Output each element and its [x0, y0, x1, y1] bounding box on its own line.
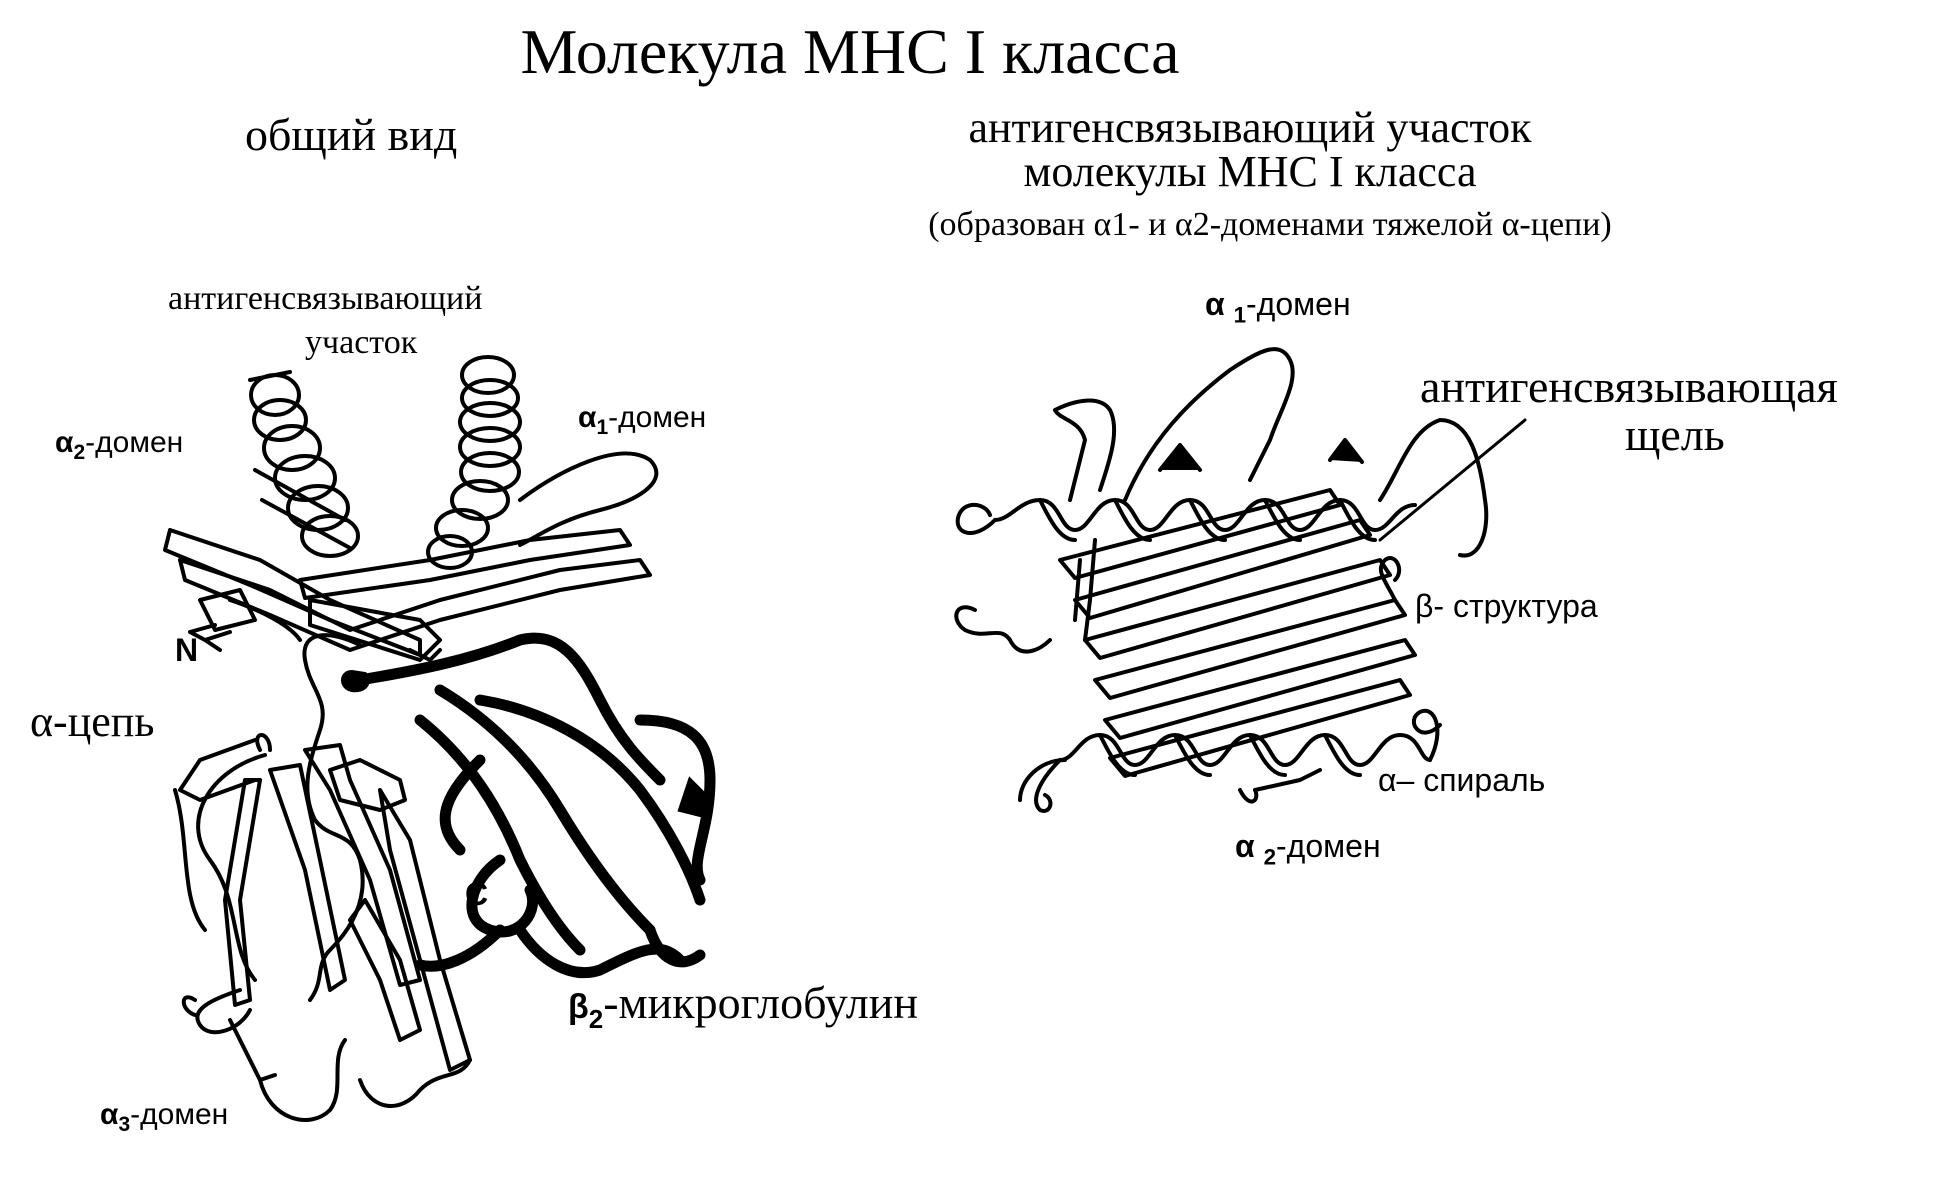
beta2-microglobulin-drawing [354, 632, 716, 979]
beta2-symbol: β [568, 988, 589, 1026]
beta2-n-blob [341, 669, 370, 693]
right-binding-site-drawing [954, 347, 1527, 813]
beta2-microglobulin-label: β2-микроглобулин [568, 977, 918, 1035]
alpha1-right-symbol: α [1205, 286, 1234, 322]
alpha1-top-knot [1053, 398, 1117, 502]
binding-cleft-label-line2: щель [1625, 409, 1725, 460]
right-hook [1378, 556, 1402, 602]
binding-site-label-line1: антигенсвязывающий [168, 280, 483, 317]
alpha2-right-suffix: -домен [1276, 828, 1381, 864]
alpha1-helix-coil [426, 355, 522, 570]
beta-sheet-platform [163, 528, 652, 662]
alpha1-arrow-2 [1328, 438, 1364, 464]
alpha2-helix-coil [248, 370, 360, 558]
right-panel-heading-line1: антигенсвязывающий участок [968, 103, 1532, 152]
left-middle-curl [954, 605, 1052, 654]
alpha3-outer-loop [173, 753, 267, 982]
alpha-helix-label: α– спираль [1378, 762, 1546, 798]
binding-site-label-line2: участок [305, 324, 418, 361]
diagram-title: Молекула МНС I класса [520, 16, 1180, 87]
alpha1-right-suffix: -домен [1246, 286, 1351, 322]
alpha1-loop [518, 451, 659, 547]
binding-cleft-label-line1: антигенсвязывающая [1420, 361, 1838, 412]
alpha2-right-symbol: α [1235, 828, 1264, 864]
alpha3-suffix: -домен [130, 1098, 229, 1131]
beta2-arrow-head [677, 776, 713, 818]
alpha3-domain-strands [178, 738, 472, 1122]
alpha-chain-linker [302, 633, 365, 1002]
n-terminus-strand [188, 623, 232, 652]
left-end-strand [1073, 538, 1097, 642]
alpha2-helix-right-curl [1412, 708, 1442, 762]
alpha1-top-extension [1123, 347, 1295, 502]
alpha2-right-subscript: 2 [1263, 844, 1277, 870]
right-loop [1378, 418, 1489, 558]
n-terminus-label: N [175, 632, 199, 668]
right-panel-heading-line2: молекулы МНС I класса [1023, 147, 1477, 196]
alpha-chain-label: α-цепь [30, 697, 155, 746]
alpha2-helix-inner [1098, 733, 1362, 777]
alpha3-symbol: α [100, 1098, 119, 1131]
alpha1-symbol: α [578, 401, 597, 434]
alpha1-subscript: 1 [596, 416, 609, 439]
alpha2-domain-label-left: α2-домен [55, 426, 184, 464]
alpha3-subscript: 3 [118, 1113, 131, 1136]
alpha1-helix-inner [1038, 498, 1377, 542]
alpha2-subscript: 2 [73, 441, 86, 464]
beta2-suffix: -микроглобулин [603, 977, 918, 1028]
alpha1-arrow-1 [1158, 443, 1202, 472]
beta2-subscript: 2 [588, 1004, 604, 1035]
alpha1-right-subscript: 1 [1233, 302, 1247, 328]
alpha1-suffix: -домен [608, 401, 707, 434]
beta-structure-label: β- структура [1415, 588, 1598, 624]
alpha2-helix-left-tail [1034, 758, 1062, 813]
alpha2-symbol: α [55, 426, 74, 459]
alpha2-bottom-tail [1238, 768, 1322, 804]
left-bottom-curl [1018, 758, 1067, 802]
left-panel-heading: общий вид [245, 109, 458, 160]
left-general-view-drawing [163, 355, 659, 1122]
alpha1-domain-label-right: α 1-домен [1205, 288, 1351, 327]
alpha2-suffix: -домен [85, 426, 184, 459]
alpha3-knot [181, 733, 272, 1017]
cleft-pointer [1378, 418, 1527, 542]
alpha3-domain-label: α3-домен [100, 1098, 229, 1136]
alpha1-helix-curl [955, 502, 997, 535]
alpha1-domain-label-left: α1-домен [578, 401, 707, 439]
alpha2-domain-label-right: α 2-домен [1235, 830, 1381, 869]
right-panel-heading-note: (образован α1- и α2-доменами тяжелой α-ц… [928, 206, 1612, 243]
